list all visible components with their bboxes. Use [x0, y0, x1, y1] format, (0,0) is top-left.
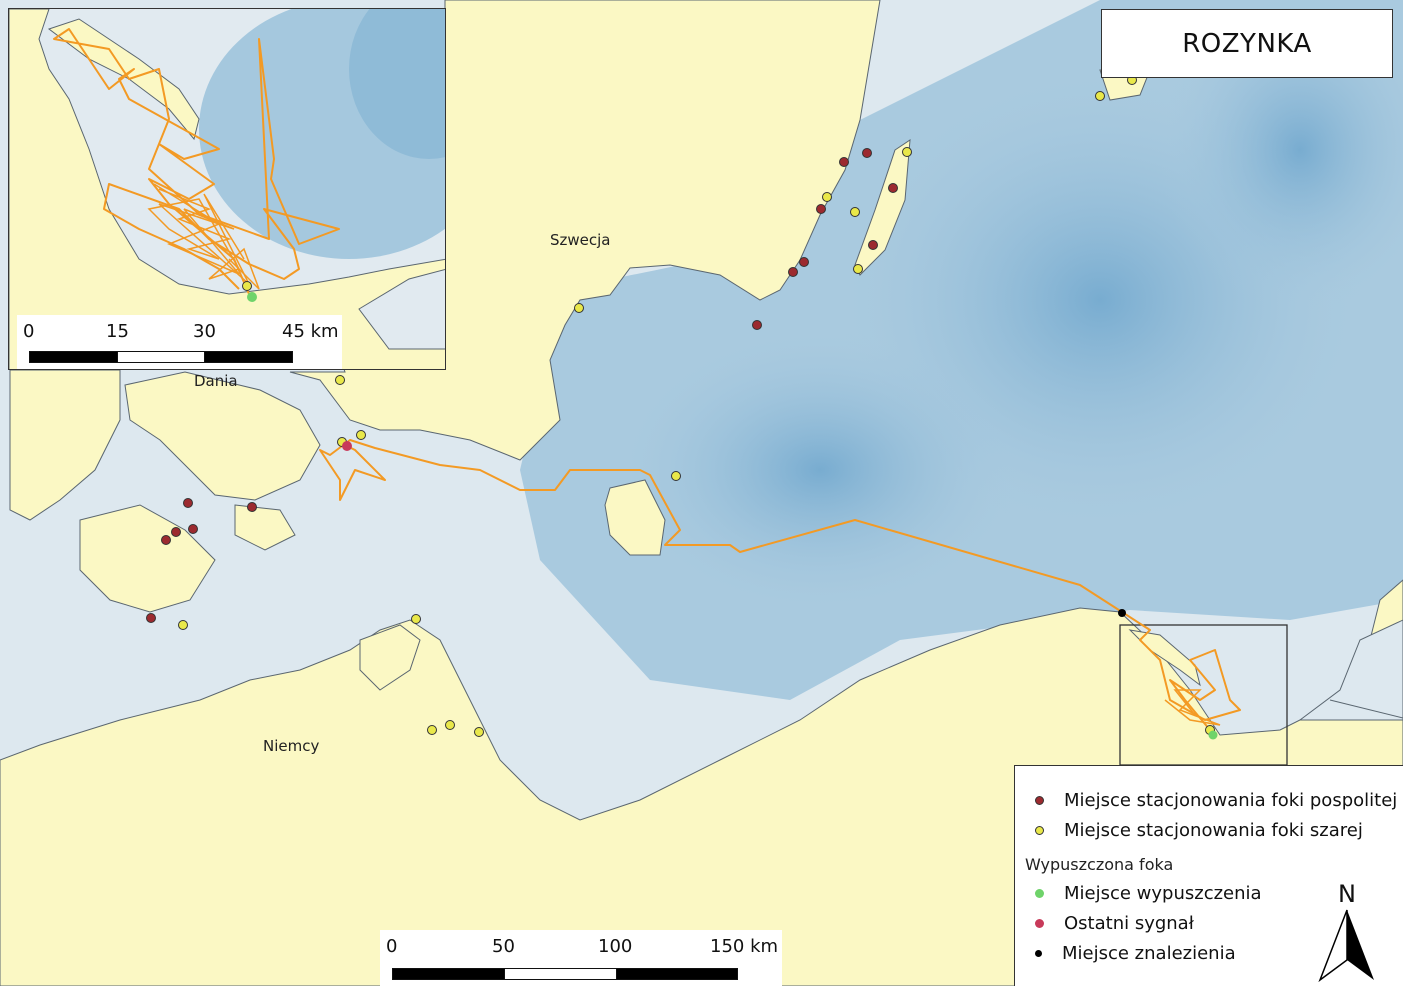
legend-harbour-seal: Miejsce stacjonowania foki pospolitej	[1035, 790, 1397, 811]
inset-lagoon	[358, 269, 445, 350]
label-denmark: Dania	[194, 372, 238, 390]
harbour-seal-symbol	[1035, 796, 1044, 805]
main-scale-tick-0: 0	[386, 936, 398, 957]
inset-scale-segment	[29, 351, 118, 363]
main-scale-segment	[392, 968, 505, 980]
north-arrow-left	[1318, 909, 1348, 982]
grey-seal-site	[853, 264, 863, 274]
main-scale-tick-50: 50	[492, 936, 515, 957]
label-sweden: Szwecja	[550, 231, 611, 249]
legend-release-label: Miejsce wypuszczenia	[1064, 883, 1262, 904]
inset-scale-bar: 0 15 30 45 km	[17, 315, 342, 369]
harbour-seal-site	[788, 267, 798, 277]
grey-seal-site	[178, 620, 188, 630]
grey-seal-site	[574, 303, 584, 313]
inset-scale-tick-30: 30	[193, 321, 216, 342]
seal-track	[319, 439, 1241, 731]
legend-group-title: Wypuszczona foka	[1025, 855, 1174, 874]
zealand-land	[124, 371, 321, 501]
bornholm-basin	[620, 330, 1020, 610]
legend-last-signal: Ostatni sygnał	[1035, 913, 1194, 934]
harbour-seal-site	[247, 502, 257, 512]
harbour-seal-site	[816, 204, 826, 214]
grey-seal-site	[335, 375, 345, 385]
inset-deep-water-2	[349, 9, 445, 159]
inset-map-svg	[9, 9, 445, 369]
inset-scale-tick-45: 45 km	[282, 321, 339, 342]
grey-seal-site	[1095, 91, 1105, 101]
bornholm-island	[604, 479, 666, 556]
rugen-island	[359, 624, 421, 691]
inset-seal-track	[53, 28, 340, 295]
harbour-seal-site	[868, 240, 878, 250]
inset-release-point	[247, 292, 257, 302]
grey-seal-site	[902, 147, 912, 157]
legend-grey-seal: Miejsce stacjonowania foki szarej	[1035, 820, 1363, 841]
legend-found: Miejsce znalezienia	[1035, 943, 1236, 964]
north-label: N	[1338, 880, 1356, 908]
harbour-seal-site	[839, 157, 849, 167]
harbour-seal-site	[862, 148, 872, 158]
release-point	[1208, 730, 1218, 740]
harbour-seal-site	[183, 498, 193, 508]
harbour-seal-site	[188, 524, 198, 534]
inset-map: 0 15 30 45 km	[8, 8, 446, 370]
legend-found-label: Miejsce znalezienia	[1062, 943, 1236, 964]
harbour-seal-site	[799, 257, 809, 267]
grey-seal-site	[671, 471, 681, 481]
grey-seal-site	[474, 727, 484, 737]
legend-harbour-seal-label: Miejsce stacjonowania foki pospolitej	[1064, 790, 1398, 811]
last-signal-symbol	[1035, 919, 1044, 928]
main-scale-tick-150: 150 km	[710, 936, 779, 957]
harbour-seal-site	[146, 613, 156, 623]
legend-release: Miejsce wypuszczenia	[1035, 883, 1262, 904]
last-signal-point	[342, 441, 352, 451]
grey-seal-site	[356, 430, 366, 440]
inset-hel-peninsula	[47, 18, 200, 141]
main-scale-segment	[616, 968, 738, 980]
inset-scale-segment	[204, 351, 293, 363]
map-title: ROZYNKA	[1101, 9, 1393, 78]
legend-grey-seal-label: Miejsce stacjonowania foki szarej	[1064, 820, 1363, 841]
harbour-seal-site	[888, 183, 898, 193]
moen-island	[234, 504, 296, 551]
north-arrow-right	[1347, 910, 1374, 980]
border-line	[1329, 699, 1403, 719]
label-germany: Niemcy	[263, 737, 320, 755]
jutland-land	[9, 369, 121, 521]
main-scale-tick-100: 100	[598, 936, 633, 957]
grey-seal-symbol	[1035, 826, 1044, 835]
release-symbol	[1035, 889, 1044, 898]
harbour-seal-site	[161, 535, 171, 545]
inset-scale-tick-0: 0	[23, 321, 35, 342]
found-symbol	[1035, 950, 1042, 957]
grey-seal-site	[411, 614, 421, 624]
grey-seal-site	[822, 192, 832, 202]
grey-seal-site	[445, 720, 455, 730]
curonian-lagoon	[1298, 619, 1403, 721]
found-point	[1118, 609, 1126, 617]
north-arrow-icon: N	[1318, 880, 1374, 982]
harbour-seal-site	[171, 527, 181, 537]
inset-scale-tick-15: 15	[106, 321, 129, 342]
legend-last-signal-label: Ostatni sygnał	[1064, 913, 1194, 934]
inset-land	[9, 9, 445, 369]
grey-seal-site	[850, 207, 860, 217]
harbour-seal-site	[752, 320, 762, 330]
harbour-seal-sites	[146, 148, 898, 623]
grey-seal-sites	[178, 75, 1215, 737]
track-cluster	[1164, 689, 1221, 726]
inset-grey-seal-site	[242, 281, 252, 291]
map-legend: Miejsce stacjonowania foki pospolitej Mi…	[1014, 765, 1403, 986]
grey-seal-site	[427, 725, 437, 735]
main-scale-bar: 0 50 100 150 km	[380, 930, 782, 986]
funen-land	[79, 504, 216, 613]
inset-scale-segment	[117, 351, 205, 363]
main-scale-segment	[504, 968, 617, 980]
